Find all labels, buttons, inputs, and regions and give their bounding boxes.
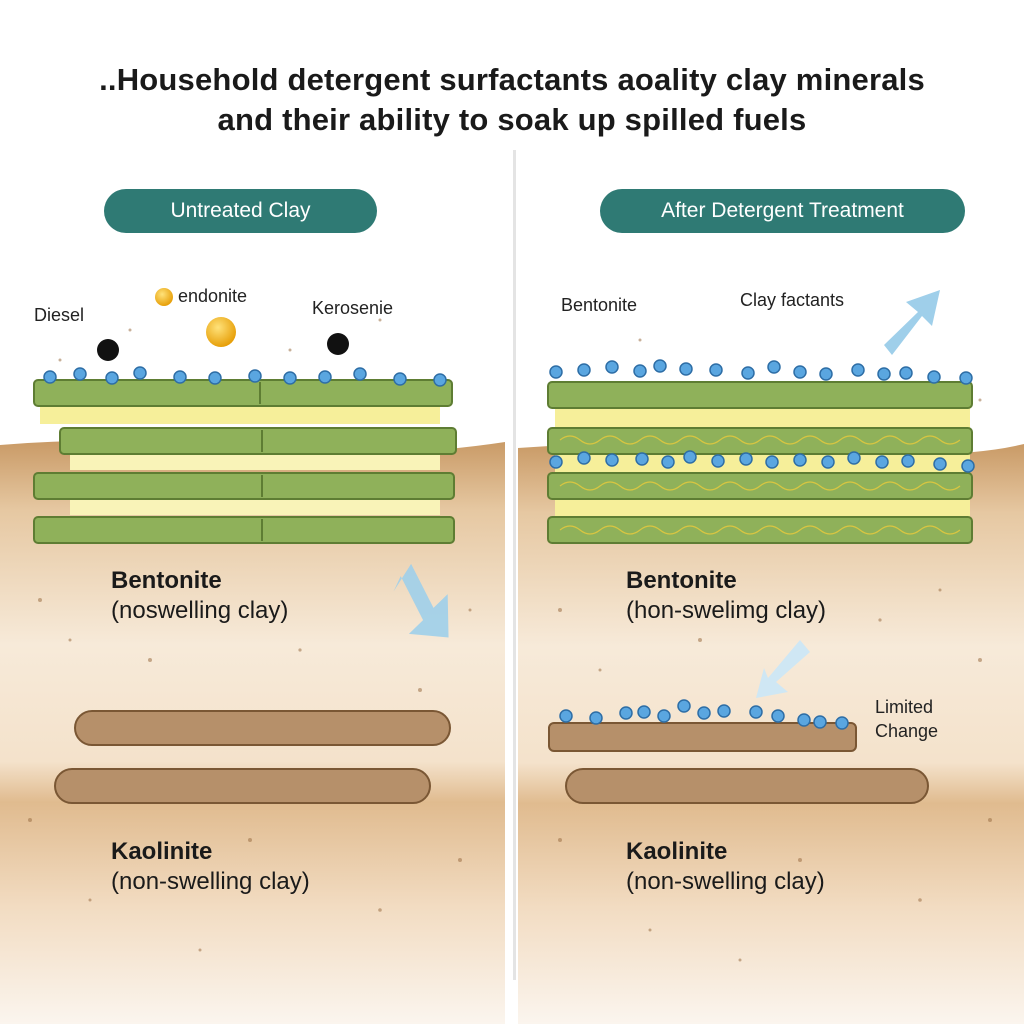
limited-change-line1: Limited — [875, 697, 934, 717]
left-kaolinite-desc: (non-swelling clay) — [111, 868, 310, 895]
kerosene-label: Kerosenie — [312, 298, 394, 318]
right-bentonite-stack — [547, 381, 973, 544]
diesel-label: Diesel — [34, 305, 85, 325]
left-fuel-droplets — [97, 288, 349, 361]
right-arrow-up — [884, 290, 940, 355]
right-bentonite-name: Bentonite — [626, 567, 737, 594]
right-kaolinite-surfactants — [559, 699, 849, 730]
right-arrow-down — [756, 640, 810, 698]
page-title-line2: and their ability to soak up spilled fue… — [217, 102, 807, 137]
left-surfactant-row — [43, 366, 447, 387]
panel-divider — [513, 150, 516, 980]
right-surfactant-rows — [549, 359, 975, 473]
left-panel-header: Untreated Clay — [104, 189, 377, 233]
right-panel-header: After Detergent Treatment — [600, 189, 965, 233]
right-bentonite-small-label: Bentonite — [561, 295, 638, 315]
right-kaolinite-layers — [548, 722, 929, 804]
left-kaolinite-layers — [54, 710, 451, 804]
left-bentonite-desc: (noswelling clay) — [111, 597, 289, 624]
right-kaolinite-name: Kaolinite — [626, 838, 728, 865]
clay-factants-label: Clay factants — [740, 290, 845, 310]
left-bentonite-name: Bentonite — [111, 567, 222, 594]
left-bentonite-stack — [33, 379, 457, 544]
limited-change-line2: Change — [875, 721, 939, 741]
left-kaolinite-name: Kaolinite — [111, 838, 213, 865]
sand-speckles — [28, 318, 992, 962]
right-kaolinite-desc: (non-swelling clay) — [626, 868, 825, 895]
left-arrow — [393, 563, 449, 638]
left-bentonite-small-label: endonite — [178, 286, 248, 306]
right-bentonite-desc: (hon-swelimg clay) — [626, 597, 827, 624]
page-title-line1: ..Household detergent surfactants aoalit… — [99, 62, 925, 97]
